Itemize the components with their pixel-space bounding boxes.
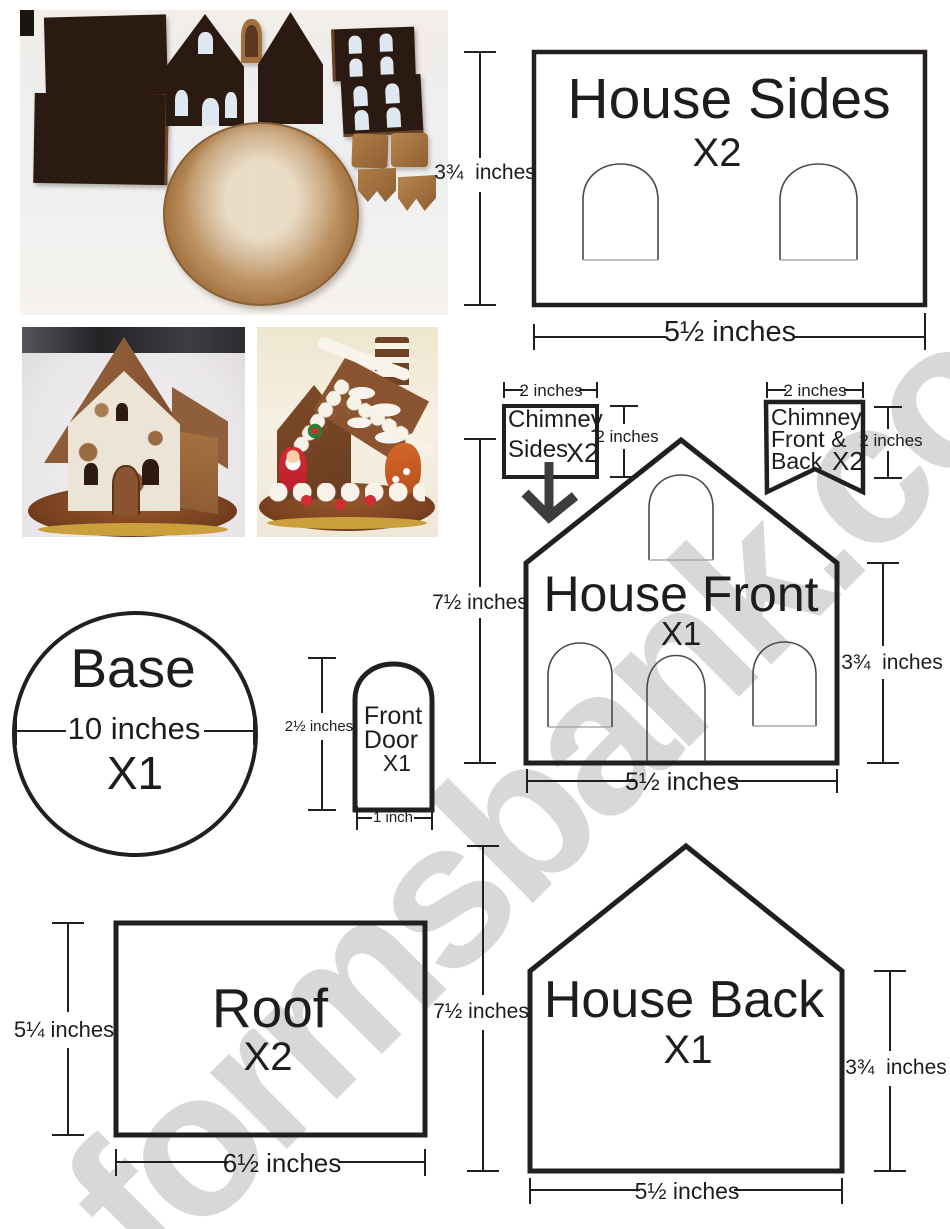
front-door: [112, 465, 140, 515]
house-back-width-label: 5½ inches: [634, 1178, 740, 1204]
side-piece-top: [331, 26, 416, 82]
wreath: [307, 423, 323, 439]
chimney-sides-title-line2: Sides: [508, 436, 569, 463]
house-sides-title: House Sides: [567, 67, 891, 131]
roof-title: Roof: [211, 977, 329, 1039]
chimney-sides-quantity: X2: [566, 438, 600, 468]
chimney-piece-notched: [358, 168, 396, 202]
front-piece-gable-window-cutout: [198, 32, 213, 54]
photo-gingerbread-pieces: [20, 10, 448, 315]
house-front-quantity: X1: [660, 615, 702, 652]
house-sides-quantity: X2: [692, 131, 742, 175]
side-window-cutout: [384, 83, 400, 104]
candy-dot: [365, 495, 376, 506]
left-window: [84, 463, 98, 485]
chimney-front-back-height-label: 2 inches: [859, 431, 923, 450]
base-gold-rim: [38, 523, 228, 536]
front-piece-door-cutout: [202, 98, 219, 126]
house-back-wall-label: 3¾ inches: [845, 1056, 947, 1079]
side-window-cutout: [354, 109, 370, 131]
front-piece-right-window-cutout: [225, 92, 237, 118]
door-piece: [241, 19, 262, 63]
side-window-cutout: [349, 58, 363, 77]
photo-decorated-house: [257, 327, 438, 537]
chimney-sides-height-label: 2 inches: [595, 427, 659, 446]
chimney-piece-notched: [398, 175, 436, 211]
front-door-height-label: 2½ inches: [284, 718, 354, 735]
base-diameter-label: 10 inches: [67, 711, 201, 746]
chimney-front-back-quantity: X2: [832, 446, 864, 476]
chimney-sides-width-label: 2 inches: [519, 381, 583, 400]
photo-edge-shadow: [20, 10, 34, 36]
side-piece-bottom: [340, 73, 424, 138]
chimney-piece-square: [391, 133, 428, 167]
house-front-wall-label: 3¾ inches: [841, 651, 943, 674]
house-front-width-label: 5½ inches: [625, 768, 739, 796]
door-piece-inner: [245, 25, 258, 57]
side-window-cutout: [379, 33, 393, 52]
base-title: Base: [70, 637, 196, 699]
side-window-cutout: [348, 35, 362, 54]
base-piece: [163, 122, 359, 306]
photo-plain-house: [22, 327, 245, 537]
chimney-front-back-width-label: 2 inches: [783, 381, 847, 400]
house-back-title: House Back: [543, 971, 825, 1029]
base-quantity: X1: [106, 747, 164, 799]
house-back-height-label: 7½ inches: [433, 1000, 529, 1023]
candy-dot: [335, 499, 346, 510]
roof-height-label: 5¼ inches: [13, 1017, 115, 1042]
chimney-front-back-title-line3: Back: [771, 448, 823, 474]
side-window-cutout: [352, 85, 368, 107]
side-window-cutout: [386, 107, 402, 128]
snow-blobs: [269, 483, 425, 507]
roof-quantity: X2: [243, 1035, 293, 1079]
roof-piece-top: [43, 14, 169, 101]
roof-width-label: 6½ inches: [222, 1148, 342, 1178]
chimney-placement-arrow: [521, 462, 579, 524]
front-door-quantity: X1: [382, 750, 412, 776]
gable-window: [116, 403, 128, 421]
house-sides-width-label: 5½ inches: [663, 316, 797, 348]
roof-piece-bottom: [33, 92, 169, 186]
base-gold-rim: [267, 517, 427, 529]
background-band: [22, 327, 245, 353]
house-sides-height-label: 3¾ inches: [434, 161, 536, 184]
front-piece-left-window-cutout: [175, 90, 188, 116]
side-wall: [180, 431, 218, 515]
back-piece: [258, 12, 323, 124]
front-piece: [166, 14, 244, 126]
chimney-piece-square: [351, 133, 389, 169]
house-front-height-label: 7½ inches: [432, 591, 528, 614]
house-back-quantity: X1: [663, 1028, 713, 1072]
side-window-cutout: [380, 56, 394, 75]
front-door-width-label: 1 inch: [372, 809, 414, 826]
candy-dot: [301, 495, 312, 506]
house-front-title: House Front: [543, 566, 819, 622]
chimney-sides-title-line1: Chimney: [508, 406, 603, 433]
right-window: [142, 459, 159, 485]
roof-dimensions: [52, 922, 426, 1176]
